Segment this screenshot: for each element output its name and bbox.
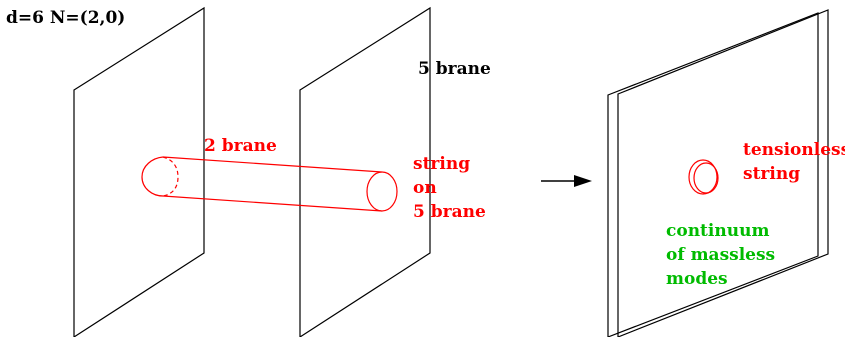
- tube-top-edge: [162, 156, 383, 173]
- left-brane-plane: [73, 6, 205, 337]
- string-label-line3: 5 brane: [413, 202, 486, 222]
- tensionless-circle-outer: [688, 159, 718, 195]
- middle-brane-plane: [299, 6, 431, 337]
- tube-left-end-front: [141, 156, 164, 197]
- diagram-title: d=6 N=(2,0): [6, 8, 125, 28]
- string-label-line1: string: [413, 154, 470, 174]
- right-brane-plane-front: [617, 9, 829, 337]
- two-brane-label: 2 brane: [204, 136, 277, 156]
- tube-bottom-edge: [162, 195, 383, 212]
- tensionless-label-line2: string: [743, 164, 800, 184]
- tube-right-end-circle: [366, 171, 398, 212]
- right-arrow-icon: [541, 175, 592, 187]
- continuum-label-line1: continuum: [666, 221, 769, 241]
- continuum-label-line3: modes: [666, 269, 728, 289]
- tensionless-circle-inner: [693, 162, 719, 194]
- continuum-label-line2: of massless: [666, 245, 775, 265]
- two-brane-tube: [141, 156, 398, 212]
- tensionless-string-circles: [688, 159, 719, 195]
- string-label-line2: on: [413, 178, 437, 198]
- right-brane-plane-back: [607, 12, 819, 337]
- tube-left-end-back: [162, 156, 179, 197]
- tensionless-label-line1: tensionless: [743, 140, 845, 160]
- five-brane-label: 5 brane: [418, 59, 491, 79]
